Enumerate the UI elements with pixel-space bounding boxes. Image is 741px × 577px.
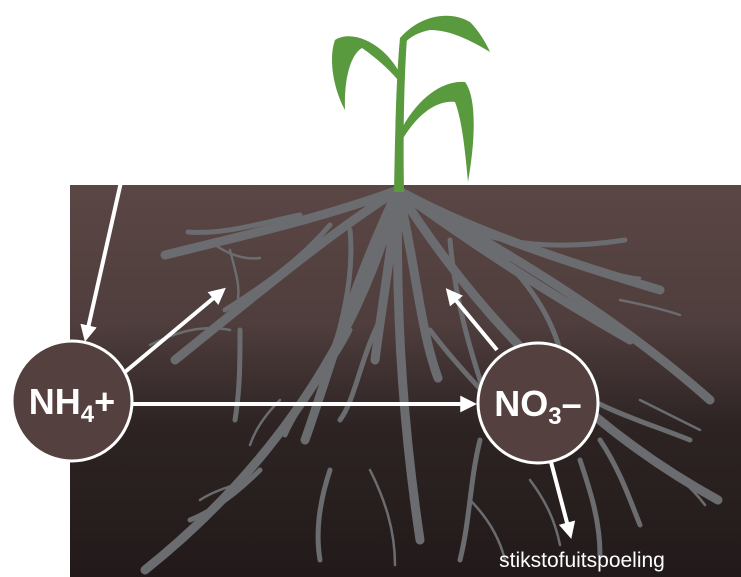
ammonium-node: NH4+	[12, 341, 132, 461]
nitrate-label: NO3–	[494, 383, 581, 430]
ammonium-label: NH4+	[29, 381, 115, 428]
plant-shoot	[332, 16, 490, 192]
nitrate-node: NO3–	[478, 343, 598, 463]
leaching-caption: stikstofuitspoeling	[499, 549, 665, 572]
